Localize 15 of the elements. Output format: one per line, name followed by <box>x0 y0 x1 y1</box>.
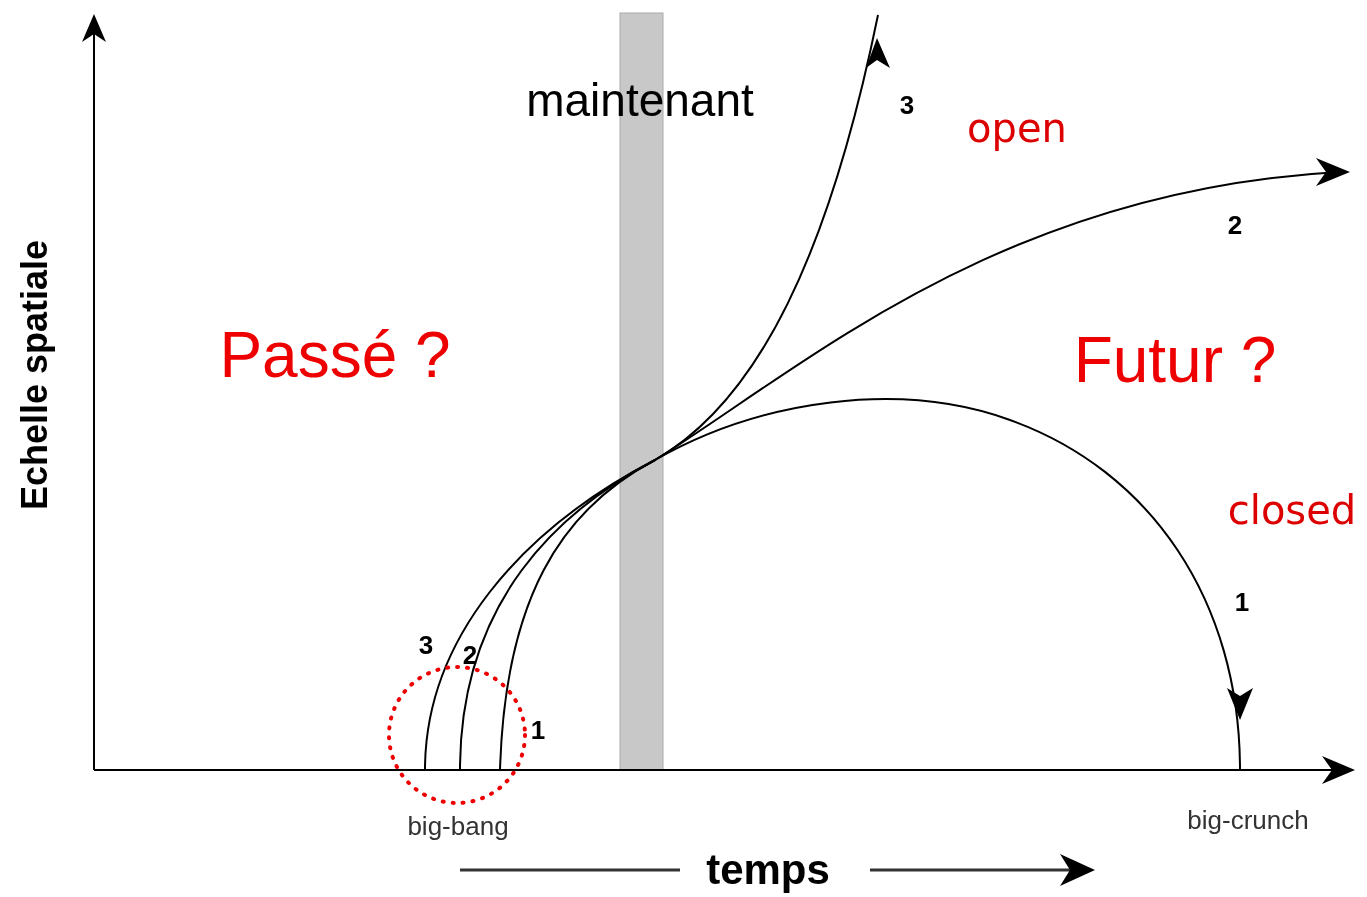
axis-title: Echelle spatiale <box>17 239 53 511</box>
curve-number: 1 <box>530 717 546 743</box>
curve-number: 2 <box>462 642 478 668</box>
dotted-circle <box>387 665 527 805</box>
axis-title: temps <box>706 849 830 891</box>
axis-annotation: big-bang <box>407 813 509 839</box>
curve-number: 2 <box>1227 212 1243 238</box>
region-label: closed <box>1227 490 1357 530</box>
curve-number: 3 <box>418 632 434 658</box>
curve-number: 3 <box>899 92 915 118</box>
axis-annotation: big-crunch <box>1187 807 1309 833</box>
region-label: Futur ? <box>1073 328 1277 392</box>
main-heading: maintenant <box>526 77 754 123</box>
curve-number: 1 <box>1234 589 1250 615</box>
region-label: Passé ? <box>219 323 451 387</box>
